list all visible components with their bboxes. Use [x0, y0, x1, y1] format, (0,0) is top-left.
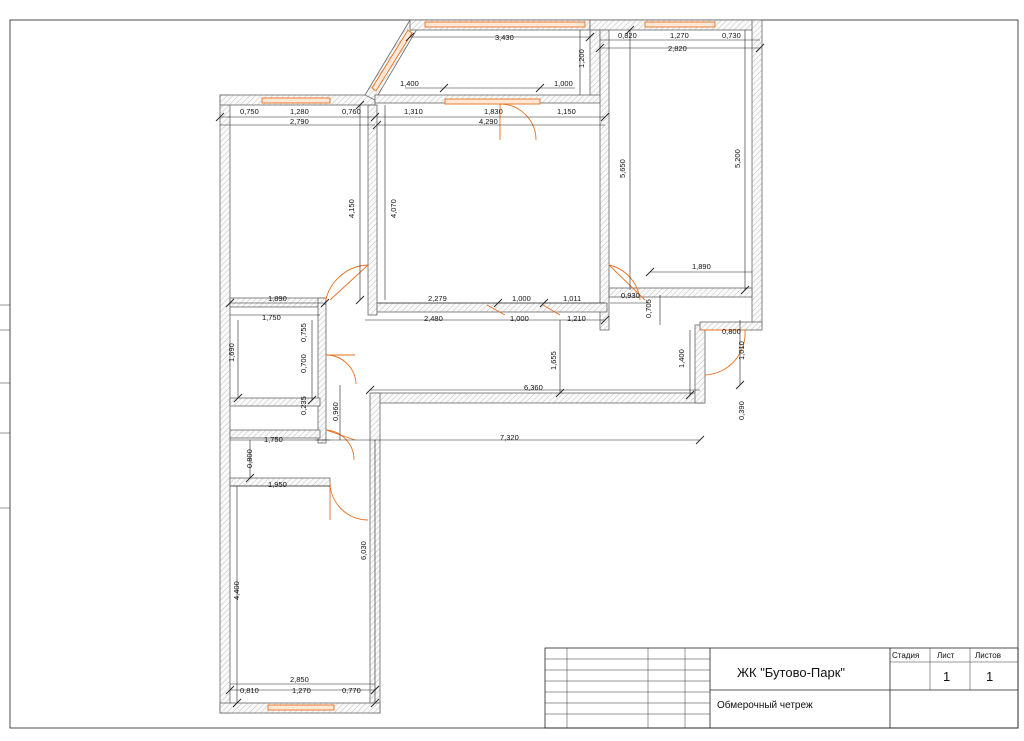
- dim-label: 1,655: [549, 351, 558, 370]
- stage-label: Стадия: [892, 651, 920, 660]
- dim-label: 1,750: [262, 313, 281, 322]
- sheet-frame: [9, 19, 1019, 729]
- title-block: ЖК "Бутово-Парк" Обмерочный четреж Стади…: [545, 648, 1020, 728]
- doors: [324, 103, 746, 521]
- dim-label: 1,000: [512, 294, 531, 303]
- window-bay-diagonal: [371, 29, 413, 92]
- wall-bath-right: [317, 297, 327, 444]
- door-lower-room: [329, 481, 369, 521]
- door-small-room: [700, 329, 746, 376]
- dim-label: 1,270: [292, 686, 311, 695]
- window-center-room: [444, 98, 541, 105]
- dim-label: 0,705: [644, 299, 653, 318]
- window-right-room: [644, 21, 716, 28]
- dim-label: 2,850: [290, 675, 309, 684]
- sheet-value: 1: [943, 669, 951, 684]
- dim-label: 0,770: [342, 686, 361, 695]
- dim-label: 5,200: [733, 149, 742, 168]
- dim-label: 0,800: [245, 449, 254, 468]
- dim-label: 4,400: [232, 581, 241, 600]
- dim-label: 3,430: [495, 33, 514, 42]
- dim-label: 2,480: [424, 314, 443, 323]
- project-title: ЖК "Бутово-Парк": [737, 665, 846, 680]
- dim-label: 1,210: [567, 314, 586, 323]
- window-bay-top: [424, 21, 586, 28]
- wall-outer-right: [751, 19, 763, 326]
- dim-label: 0,820: [618, 31, 637, 40]
- sheets-label: Листов: [975, 651, 1001, 660]
- dim-label: 0,800: [722, 327, 741, 336]
- dim-label: 1,890: [692, 262, 711, 271]
- dim-label: 4,290: [479, 117, 498, 126]
- door-center-bottom: [486, 304, 561, 316]
- dim-label: 1,011: [563, 294, 581, 303]
- dim-label: 0,750: [240, 107, 259, 116]
- wall-hall-bottom: [371, 392, 705, 404]
- dimension-lines: [220, 30, 760, 703]
- dim-label: 1,150: [557, 107, 576, 116]
- dim-label: 1,950: [268, 480, 287, 489]
- dim-label: 0,930: [621, 291, 640, 300]
- dim-label: 0,960: [331, 402, 340, 421]
- door-bath: [325, 354, 357, 385]
- dim-label: 2,820: [668, 44, 687, 53]
- dim-label: 1,830: [484, 107, 503, 116]
- dim-label: 0,730: [722, 31, 741, 40]
- window-left-room: [261, 97, 331, 104]
- dim-label: 1,000: [510, 314, 529, 323]
- dim-label: 4,070: [389, 199, 398, 218]
- dim-label: 2,790: [290, 117, 309, 126]
- dim-label: 1,000: [554, 79, 573, 88]
- dim-label: 7,320: [500, 433, 519, 442]
- dim-label: 4,150: [347, 199, 356, 218]
- dim-label: 1,010: [737, 341, 746, 360]
- wall-bay-right: [589, 19, 601, 101]
- wall-bath2-bottom: [229, 429, 321, 439]
- wall-hall-right: [694, 324, 706, 404]
- dim-label: 1,400: [400, 79, 419, 88]
- dim-label: 6,360: [524, 383, 543, 392]
- wall-right-room-bottom: [608, 287, 753, 298]
- dim-label: 2,279: [428, 294, 447, 303]
- window-bottom-room: [267, 704, 335, 711]
- wall-bath-bottom: [229, 397, 321, 407]
- door-left-room: [324, 264, 369, 306]
- dim-label: 1,310: [404, 107, 423, 116]
- dim-label: 0,235: [299, 396, 308, 415]
- wall-right-room-left: [599, 29, 610, 331]
- dim-label: 1,270: [670, 31, 689, 40]
- door-bath2: [325, 429, 356, 461]
- drawing-name: Обмерочный четреж: [717, 700, 813, 711]
- door-center-room-top: [499, 103, 537, 141]
- dimension-ticks: [215, 25, 765, 708]
- wall-left-center-partition: [367, 104, 378, 316]
- dim-label: 0,755: [299, 323, 308, 342]
- dimension-labels: 3,430 1,200 1,400 1,000 0,820 1,270 0,73…: [227, 31, 746, 695]
- sheet-label: Лист: [937, 651, 955, 660]
- dim-label: 1,750: [264, 435, 283, 444]
- wall-outer-left: [219, 94, 231, 714]
- dim-label: 5,650: [618, 159, 627, 178]
- dim-label: 0,760: [342, 107, 361, 116]
- dim-label: 1,890: [268, 294, 287, 303]
- dim-label: 0,700: [299, 354, 308, 373]
- title-block-grid: [544, 647, 1019, 729]
- left-margin-marks: [0, 304, 10, 509]
- dim-label: 0,810: [240, 686, 259, 695]
- dim-label: 0,390: [737, 401, 746, 420]
- dim-label: 1,280: [290, 107, 309, 116]
- dim-label: 1,690: [227, 343, 236, 362]
- dim-label: 6,030: [359, 541, 368, 560]
- dim-label: 1,400: [677, 349, 686, 368]
- sheets-value: 1: [986, 669, 994, 684]
- dim-label: 1,200: [577, 49, 586, 68]
- windows: [261, 21, 716, 711]
